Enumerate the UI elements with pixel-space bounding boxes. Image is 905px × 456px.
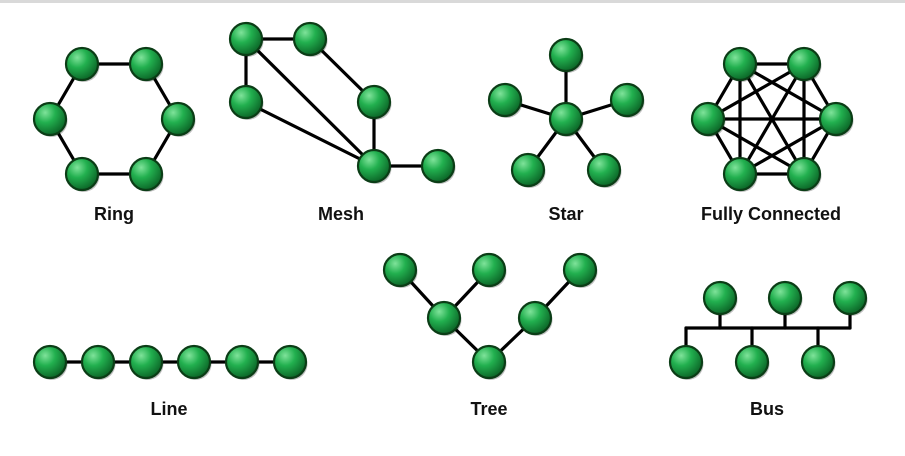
network-node (517, 300, 553, 336)
tree-nodes (382, 252, 598, 380)
star-label: Star (548, 204, 583, 224)
mesh-topology: Mesh (228, 21, 456, 224)
network-node (487, 82, 523, 118)
ring-topology: Ring (32, 46, 196, 224)
network-node (562, 252, 598, 288)
network-node (471, 252, 507, 288)
mesh-nodes (228, 21, 456, 184)
network-node (722, 46, 758, 82)
bus-label: Bus (750, 399, 784, 419)
network-node (734, 344, 770, 380)
network-node (32, 344, 68, 380)
network-node (382, 252, 418, 288)
network-node (586, 152, 622, 188)
network-node (609, 82, 645, 118)
network-node (128, 156, 164, 192)
network-node (702, 280, 738, 316)
star-nodes (487, 37, 645, 188)
network-node (786, 156, 822, 192)
network-node (356, 84, 392, 120)
network-node (786, 46, 822, 82)
network-node (471, 344, 507, 380)
network-node (128, 46, 164, 82)
network-node (224, 344, 260, 380)
network-node (228, 84, 264, 120)
network-node (64, 46, 100, 82)
network-node (64, 156, 100, 192)
network-node (800, 344, 836, 380)
network-node (690, 101, 726, 137)
network-node (548, 37, 584, 73)
bus-nodes (668, 280, 868, 380)
line-nodes (32, 344, 308, 380)
network-node (818, 101, 854, 137)
star-topology: Star (487, 37, 645, 224)
fully-connected-label: Fully Connected (701, 204, 841, 224)
tree-label: Tree (470, 399, 507, 419)
network-node (128, 344, 164, 380)
fully-connected-topology: Fully Connected (690, 46, 854, 224)
ring-nodes (32, 46, 196, 192)
network-node (272, 344, 308, 380)
network-node (292, 21, 328, 57)
network-node (80, 344, 116, 380)
ring-label: Ring (94, 204, 134, 224)
network-node (548, 101, 584, 137)
network-node (722, 156, 758, 192)
top-border (0, 0, 905, 3)
fully-connected-edges (706, 62, 838, 176)
network-node (228, 21, 264, 57)
network-node (767, 280, 803, 316)
bus-topology: Bus (668, 280, 868, 419)
network-node (510, 152, 546, 188)
network-node (420, 148, 456, 184)
network-node (160, 101, 196, 137)
network-node (356, 148, 392, 184)
tree-topology: Tree (382, 252, 598, 419)
line-label: Line (150, 399, 187, 419)
mesh-edge (244, 100, 376, 168)
network-node (426, 300, 462, 336)
network-node (32, 101, 68, 137)
mesh-edge (244, 37, 376, 168)
line-topology: Line (32, 344, 308, 419)
network-node (176, 344, 212, 380)
mesh-label: Mesh (318, 204, 364, 224)
fully-connected-nodes (690, 46, 854, 192)
network-node (832, 280, 868, 316)
network-node (668, 344, 704, 380)
